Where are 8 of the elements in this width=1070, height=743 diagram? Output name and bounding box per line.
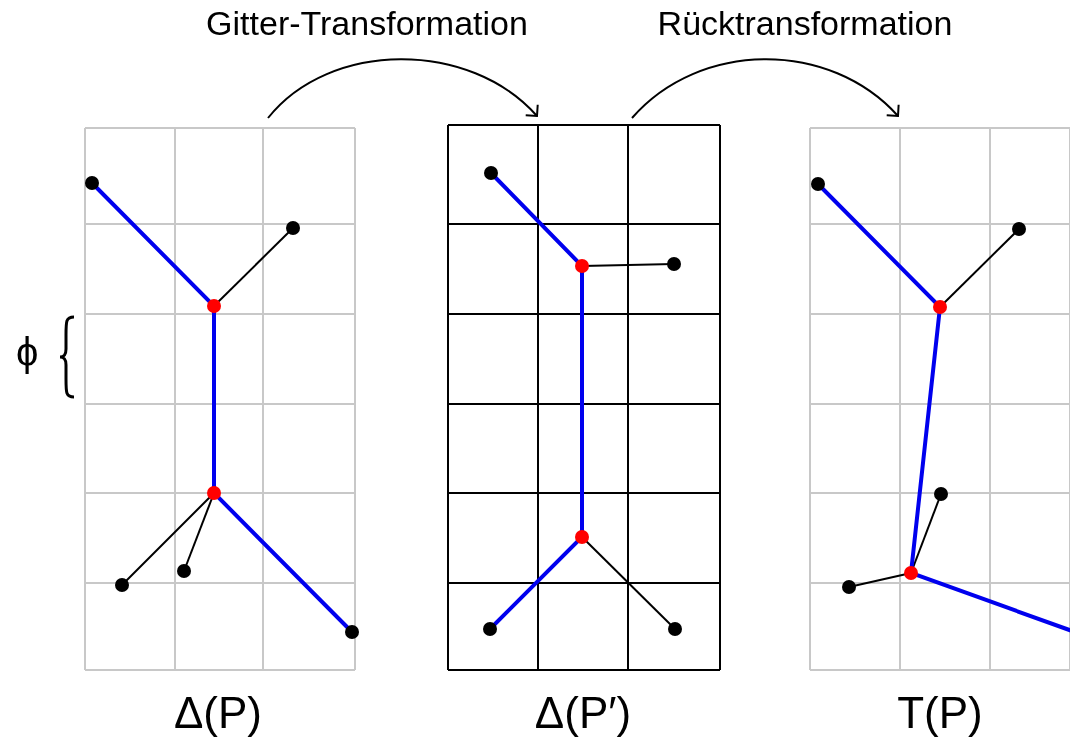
curved-arrow [267, 58, 538, 119]
panel-label: Δ(P) [174, 688, 262, 738]
curved-arrow [631, 58, 899, 119]
edge-label: Gitter-Transformation [206, 4, 528, 43]
angle-label: ϕ [16, 330, 39, 375]
panel-label: T(P) [897, 688, 983, 738]
edge-label: Rücktransformation [657, 4, 953, 43]
panel-label: Δ(P′) [534, 688, 632, 738]
